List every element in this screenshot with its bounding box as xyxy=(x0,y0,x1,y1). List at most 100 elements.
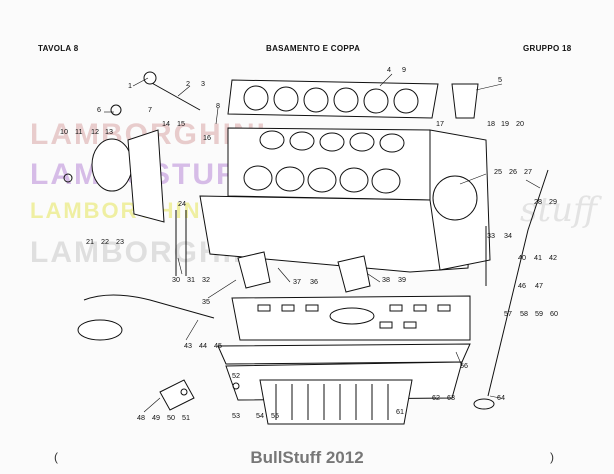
callout-10: 10 xyxy=(60,127,68,136)
oil-pan-sump xyxy=(259,379,413,425)
callout-25: 25 xyxy=(494,167,502,176)
callout-33: 33 xyxy=(487,231,495,240)
callout-62: 62 xyxy=(432,393,440,402)
callout-54: 54 xyxy=(256,411,264,420)
bearing-cap xyxy=(337,255,371,293)
callout-18: 18 xyxy=(487,119,495,128)
callout-7: 7 xyxy=(148,105,152,114)
oil-pan-gasket xyxy=(217,343,471,365)
callout-28: 28 xyxy=(534,197,542,206)
baffle-plate xyxy=(231,295,471,341)
callout-47: 47 xyxy=(535,281,543,290)
callout-22: 22 xyxy=(101,237,109,246)
callout-20: 20 xyxy=(516,119,524,128)
binding-hole-mark: ) xyxy=(550,450,554,464)
callout-59: 59 xyxy=(535,309,543,318)
front-cover-plate xyxy=(127,129,165,223)
callout-43: 43 xyxy=(184,341,192,350)
callout-56: 56 xyxy=(460,361,468,370)
callout-57: 57 xyxy=(504,309,512,318)
callout-41: 41 xyxy=(534,253,542,262)
callout-50: 50 xyxy=(167,413,175,422)
callout-53: 53 xyxy=(232,411,240,420)
callout-2: 2 xyxy=(186,79,190,88)
oil-strainer xyxy=(77,319,123,341)
callout-11: 11 xyxy=(75,127,82,136)
watermark-text: stuff xyxy=(520,190,598,230)
gasket-bores xyxy=(243,85,419,114)
callout-9: 9 xyxy=(402,65,406,74)
watermark-text: LAMBORGHINI xyxy=(30,198,210,223)
plug xyxy=(143,71,157,85)
callout-13: 13 xyxy=(105,127,113,136)
dipstick xyxy=(487,169,549,397)
callout-24: 24 xyxy=(178,199,186,208)
cover-plate xyxy=(159,379,195,411)
footer-credit: BullStuff 2012 xyxy=(250,448,364,467)
callout-27: 27 xyxy=(524,167,532,176)
callout-63: 63 xyxy=(447,393,455,402)
callout-34: 34 xyxy=(504,231,512,240)
callout-45: 45 xyxy=(214,341,222,350)
callout-38: 38 xyxy=(382,275,390,284)
callout-14: 14 xyxy=(162,119,170,128)
callout-60: 60 xyxy=(550,309,558,318)
callout-26: 26 xyxy=(509,167,517,176)
washer xyxy=(110,104,122,116)
callout-37: 37 xyxy=(293,277,301,286)
washer xyxy=(180,388,188,396)
baffle-center-hole xyxy=(329,307,375,325)
block-end-face xyxy=(429,129,491,271)
callout-35: 35 xyxy=(202,297,210,306)
callout-42: 42 xyxy=(549,253,557,262)
callout-32: 32 xyxy=(202,275,210,284)
oil-pickup-tube xyxy=(83,294,215,319)
sump-fins xyxy=(275,384,389,420)
callout-29: 29 xyxy=(549,197,557,206)
plate-number: TAVOLA 8 xyxy=(38,44,79,53)
cylinder-bores xyxy=(243,130,405,194)
callout-46: 46 xyxy=(518,281,526,290)
engine-drawing xyxy=(63,71,549,425)
page-title: BASAMENTO E COPPA xyxy=(266,44,361,53)
callout-6: 6 xyxy=(97,105,101,114)
main-bearing-bore xyxy=(432,175,478,221)
callout-44: 44 xyxy=(199,341,207,350)
callout-31: 31 xyxy=(187,275,195,284)
cylinder-liner xyxy=(451,83,479,119)
washer xyxy=(232,382,240,390)
drain-plug xyxy=(473,398,495,410)
callout-numbers: 1 2 3 4 9 5 6 7 8 10 11 12 13 14 15 16 1… xyxy=(60,65,558,422)
head-gasket xyxy=(227,79,439,119)
callout-17: 17 xyxy=(436,119,444,128)
callout-5: 5 xyxy=(498,75,502,84)
callout-36: 36 xyxy=(310,277,318,286)
callout-21: 21 xyxy=(86,237,94,246)
callout-40: 40 xyxy=(518,253,526,262)
callout-8: 8 xyxy=(216,101,220,110)
front-seal-housing xyxy=(91,138,133,192)
washer xyxy=(63,173,73,183)
callout-4: 4 xyxy=(387,65,391,74)
callout-1: 1 xyxy=(128,81,132,90)
block-upper-deck xyxy=(227,127,431,201)
callout-3: 3 xyxy=(201,79,205,88)
callout-48: 48 xyxy=(137,413,145,422)
callout-12: 12 xyxy=(91,127,99,136)
group-number: GRUPPO 18 xyxy=(523,44,572,53)
callout-16: 16 xyxy=(203,133,211,142)
callout-19: 19 xyxy=(501,119,509,128)
callout-64: 64 xyxy=(497,393,505,402)
callout-39: 39 xyxy=(398,275,406,284)
callout-leaders xyxy=(104,73,541,413)
binding-hole-mark: ( xyxy=(54,450,58,464)
callout-30: 30 xyxy=(172,275,180,284)
callout-58: 58 xyxy=(520,309,528,318)
callout-51: 51 xyxy=(182,413,190,422)
callout-49: 49 xyxy=(152,413,160,422)
bearing-cap xyxy=(237,251,271,289)
stud xyxy=(149,81,201,111)
callout-55: 55 xyxy=(271,411,279,420)
baffle-slots xyxy=(257,304,451,329)
